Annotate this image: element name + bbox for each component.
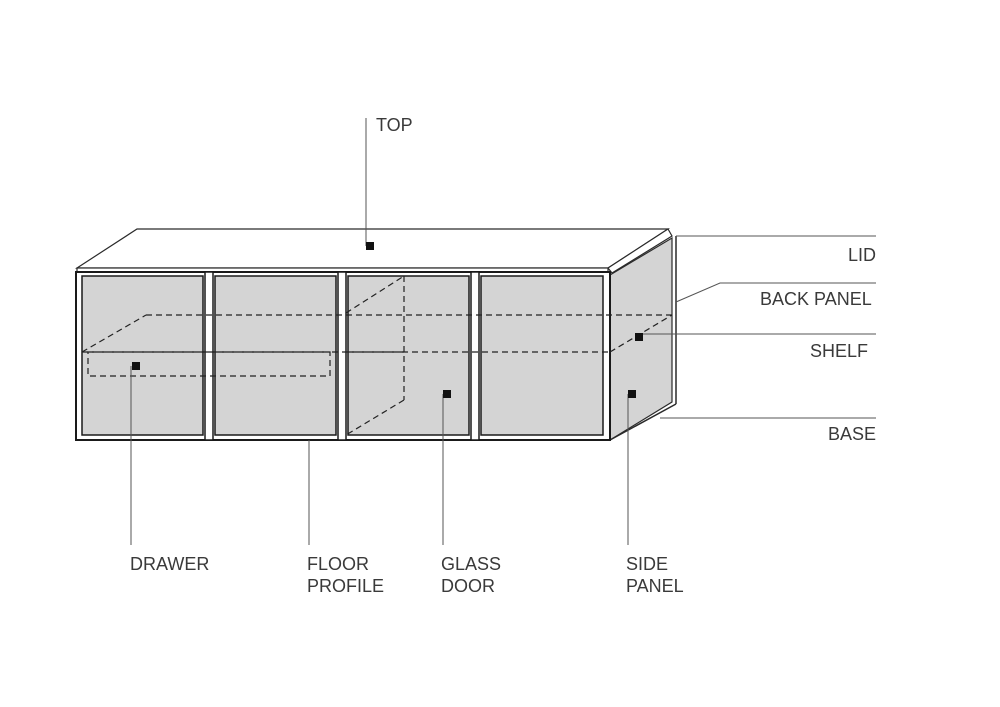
label-side-panel: SIDE PANEL xyxy=(626,554,684,596)
hidden-partition xyxy=(345,275,405,436)
label-back-panel: BACK PANEL xyxy=(760,289,872,309)
mullion-2 xyxy=(337,271,347,441)
label-lid: LID xyxy=(848,245,877,265)
label-glass-door: GLASS DOOR xyxy=(441,554,502,596)
leader-back-panel xyxy=(675,282,876,303)
hidden-drawer xyxy=(87,351,331,377)
marker-drawer xyxy=(132,362,140,370)
door-panel-1 xyxy=(81,275,204,436)
mullion-1 xyxy=(204,271,214,441)
mullion-3 xyxy=(470,271,480,441)
marker-top xyxy=(366,242,374,250)
label-top: TOP xyxy=(376,115,413,135)
marker-side-panel xyxy=(628,390,636,398)
label-shelf: SHELF xyxy=(810,341,869,361)
markers xyxy=(132,242,643,398)
side-base-edge xyxy=(609,403,677,441)
door-panel-3 xyxy=(347,275,470,436)
marker-shelf xyxy=(635,333,643,341)
leader-lines xyxy=(130,118,876,545)
door-panel-4 xyxy=(480,275,604,436)
label-base: BASE xyxy=(828,424,877,444)
label-floor-profile: FLOOR PROFILE xyxy=(307,554,385,596)
hidden-shelf xyxy=(81,314,673,353)
label-drawer: DRAWER xyxy=(130,554,210,574)
marker-glass-door xyxy=(443,390,451,398)
door-panel-2 xyxy=(214,275,337,436)
